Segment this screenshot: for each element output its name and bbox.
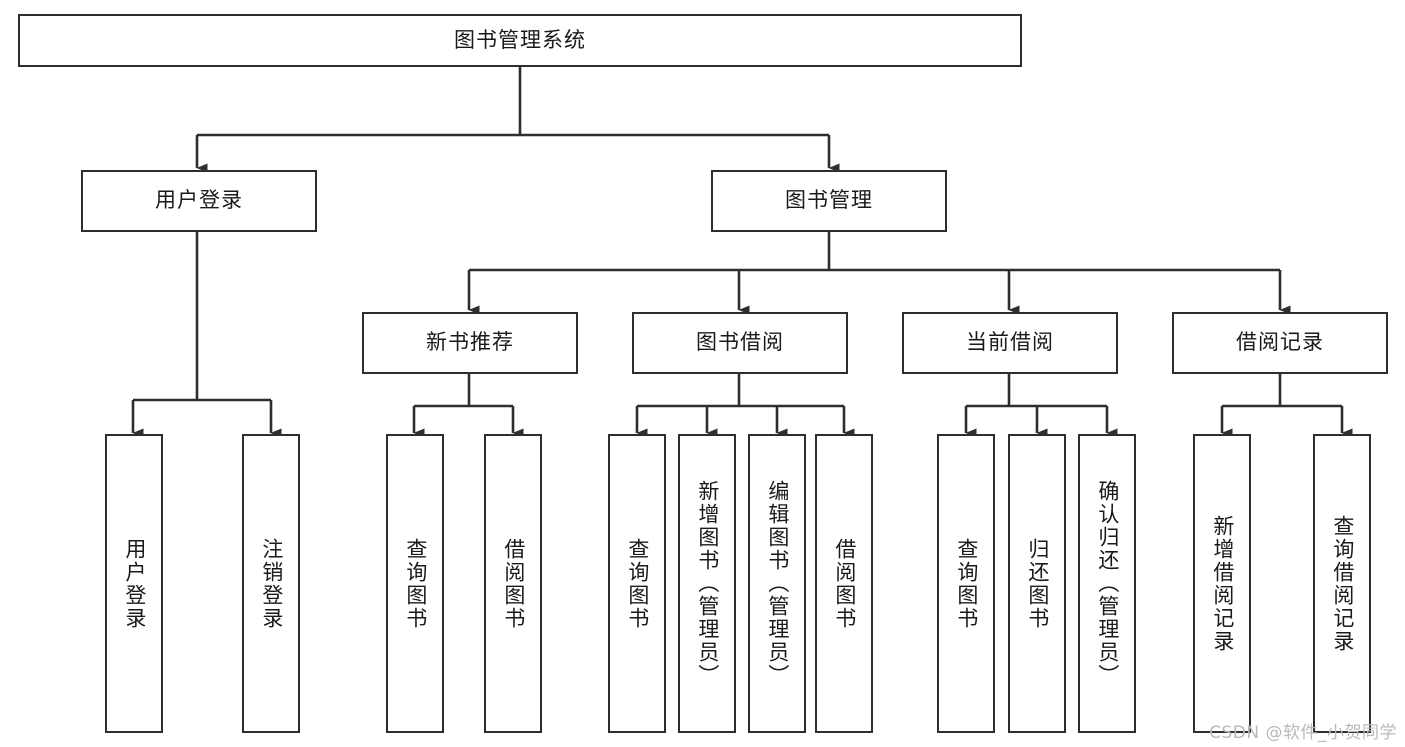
node-root[interactable]: 图书管理系统 xyxy=(18,14,1022,67)
node-current-borrow-label: 当前借阅 xyxy=(966,330,1054,355)
watermark: CSDN @软件_小贺同学 xyxy=(1209,723,1397,743)
node-new-book-recommend[interactable]: 新书推荐 xyxy=(362,312,578,374)
node-book-management-label: 图书管理 xyxy=(785,188,873,213)
leaf-label: 新增图书（管理员） xyxy=(695,480,720,687)
leaf-borrow-book-newbook[interactable]: 借阅图书 xyxy=(484,434,542,733)
leaf-logout[interactable]: 注销登录 xyxy=(242,434,300,733)
leaf-label: 查询图书 xyxy=(954,537,979,630)
leaf-return-book[interactable]: 归还图书 xyxy=(1008,434,1066,733)
node-book-borrow[interactable]: 图书借阅 xyxy=(632,312,848,374)
leaf-label: 新增借阅记录 xyxy=(1210,514,1235,653)
leaf-query-book-newbook[interactable]: 查询图书 xyxy=(386,434,444,733)
leaf-label: 借阅图书 xyxy=(501,537,526,630)
leaf-add-borrow-record[interactable]: 新增借阅记录 xyxy=(1193,434,1251,733)
leaf-query-borrow-record[interactable]: 查询借阅记录 xyxy=(1313,434,1371,733)
leaf-query-book-current[interactable]: 查询图书 xyxy=(937,434,995,733)
leaf-label: 归还图书 xyxy=(1025,537,1050,630)
leaf-borrow-book[interactable]: 借阅图书 xyxy=(815,434,873,733)
node-root-label: 图书管理系统 xyxy=(454,27,586,52)
leaf-label: 借阅图书 xyxy=(832,537,857,630)
node-book-borrow-label: 图书借阅 xyxy=(696,330,784,355)
leaf-label: 用户登录 xyxy=(122,537,147,630)
leaf-label: 查询图书 xyxy=(403,537,428,630)
leaf-query-book-borrow[interactable]: 查询图书 xyxy=(608,434,666,733)
node-new-book-recommend-label: 新书推荐 xyxy=(426,330,514,355)
node-book-management[interactable]: 图书管理 xyxy=(711,170,947,232)
leaf-label: 注销登录 xyxy=(259,537,284,630)
leaf-user-login[interactable]: 用户登录 xyxy=(105,434,163,733)
leaf-add-book-admin[interactable]: 新增图书（管理员） xyxy=(678,434,736,733)
node-borrow-record-label: 借阅记录 xyxy=(1236,330,1324,355)
node-current-borrow[interactable]: 当前借阅 xyxy=(902,312,1118,374)
leaf-edit-book-admin[interactable]: 编辑图书（管理员） xyxy=(748,434,806,733)
node-user-login-label: 用户登录 xyxy=(155,188,243,213)
node-borrow-record[interactable]: 借阅记录 xyxy=(1172,312,1388,374)
leaf-label: 查询图书 xyxy=(625,537,650,630)
leaf-confirm-return-admin[interactable]: 确认归还（管理员） xyxy=(1078,434,1136,733)
leaf-label: 查询借阅记录 xyxy=(1330,514,1355,653)
node-user-login[interactable]: 用户登录 xyxy=(81,170,317,232)
leaf-label: 编辑图书（管理员） xyxy=(765,480,790,687)
leaf-label: 确认归还（管理员） xyxy=(1095,480,1120,687)
